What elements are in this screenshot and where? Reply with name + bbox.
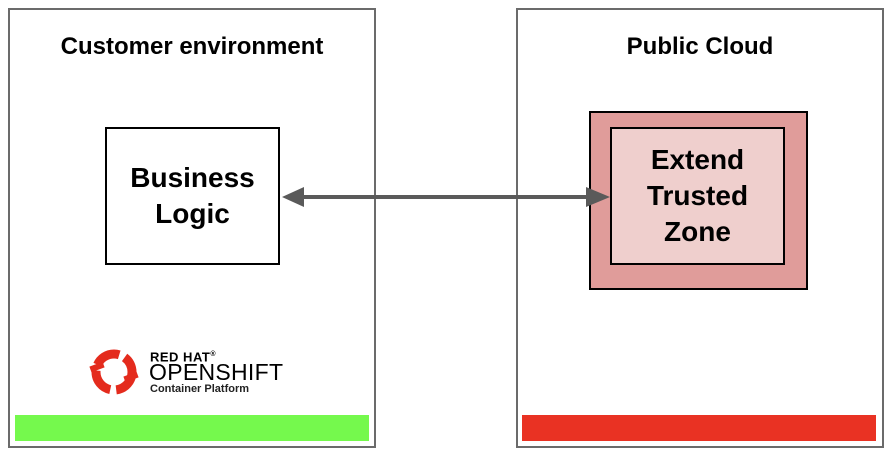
extend-trusted-zone-box: Extend Trusted Zone bbox=[610, 127, 785, 265]
extend-trusted-zone-label: Extend Trusted Zone bbox=[646, 144, 749, 247]
logo-subtitle-text: Container Platform bbox=[150, 383, 250, 395]
business-logic-label: Business Logic bbox=[130, 162, 255, 229]
openshift-logo: RED HAT® OPENSHIFT Container Platform bbox=[88, 346, 298, 398]
logo-brand-text: RED HAT® bbox=[150, 349, 216, 365]
customer-status-bar bbox=[15, 415, 369, 441]
business-logic-box: Business Logic bbox=[105, 127, 280, 265]
cloud-status-bar bbox=[522, 415, 876, 441]
logo-product-text: OPENSHIFT bbox=[149, 359, 284, 385]
customer-environment-title: Customer environment bbox=[60, 33, 324, 60]
openshift-ring-icon bbox=[89, 349, 139, 395]
public-cloud-title: Public Cloud bbox=[626, 33, 774, 60]
